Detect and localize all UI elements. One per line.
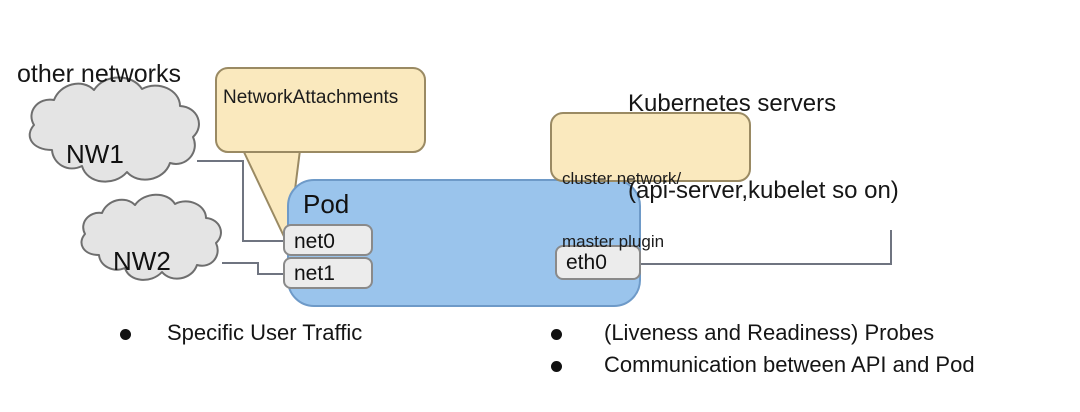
callout-network-attachments-bubble (215, 67, 426, 153)
cloud-nw1 (28, 76, 200, 183)
callout-network-attachments-label: NetworkAttachments (223, 87, 399, 108)
interface-box-eth0 (555, 245, 641, 280)
label-kubernetes-servers: Kubernetes servers (api-server,kubelet s… (628, 30, 899, 264)
interface-label-net0: net0 (294, 230, 335, 253)
label-kubernetes-servers-line1: Kubernetes servers (628, 89, 837, 117)
bullet-label: Specific User Traffic (167, 320, 363, 345)
interface-box-net1 (283, 257, 373, 289)
cloud-label-nw2: NW2 (113, 246, 171, 276)
bullet-label: Communication between API and Pod (604, 352, 975, 377)
pod-label: Pod (303, 189, 350, 219)
bullet-dot-icon (120, 329, 131, 340)
callout-cluster-network-line2: master plugin (562, 231, 665, 251)
interface-label-eth0: eth0 (566, 251, 607, 274)
callout-cluster-network-label: cluster network/ master plugin (562, 128, 681, 294)
bullet-item-specific-user-traffic: Specific User Traffic (120, 320, 362, 346)
label-kubernetes-servers-line2: (api-server,kubelet so on) (628, 177, 899, 205)
connector-lines (197, 160, 892, 275)
bullet-dot-icon (551, 361, 562, 372)
interface-box-net0 (283, 224, 373, 256)
bullet-item-communication: Communication between API and Pod (551, 352, 975, 378)
connector-nw2-to-net1 (222, 262, 288, 275)
bullet-item-probes: (Liveness and Readiness) Probes (551, 320, 934, 346)
interface-label-net1: net1 (294, 262, 335, 285)
connector-nw1-to-net0 (197, 160, 288, 242)
callout-cluster-network-line1: cluster network/ (562, 169, 682, 189)
connector-eth0-to-servers (630, 230, 892, 265)
callout-cluster-network-bubble (550, 112, 751, 182)
cloud-label-nw1: NW1 (66, 139, 124, 169)
cloud-nw2 (80, 193, 222, 281)
bullet-dot-icon (551, 329, 562, 340)
label-other-networks: other networks (17, 60, 181, 88)
bullet-label: (Liveness and Readiness) Probes (604, 320, 935, 345)
